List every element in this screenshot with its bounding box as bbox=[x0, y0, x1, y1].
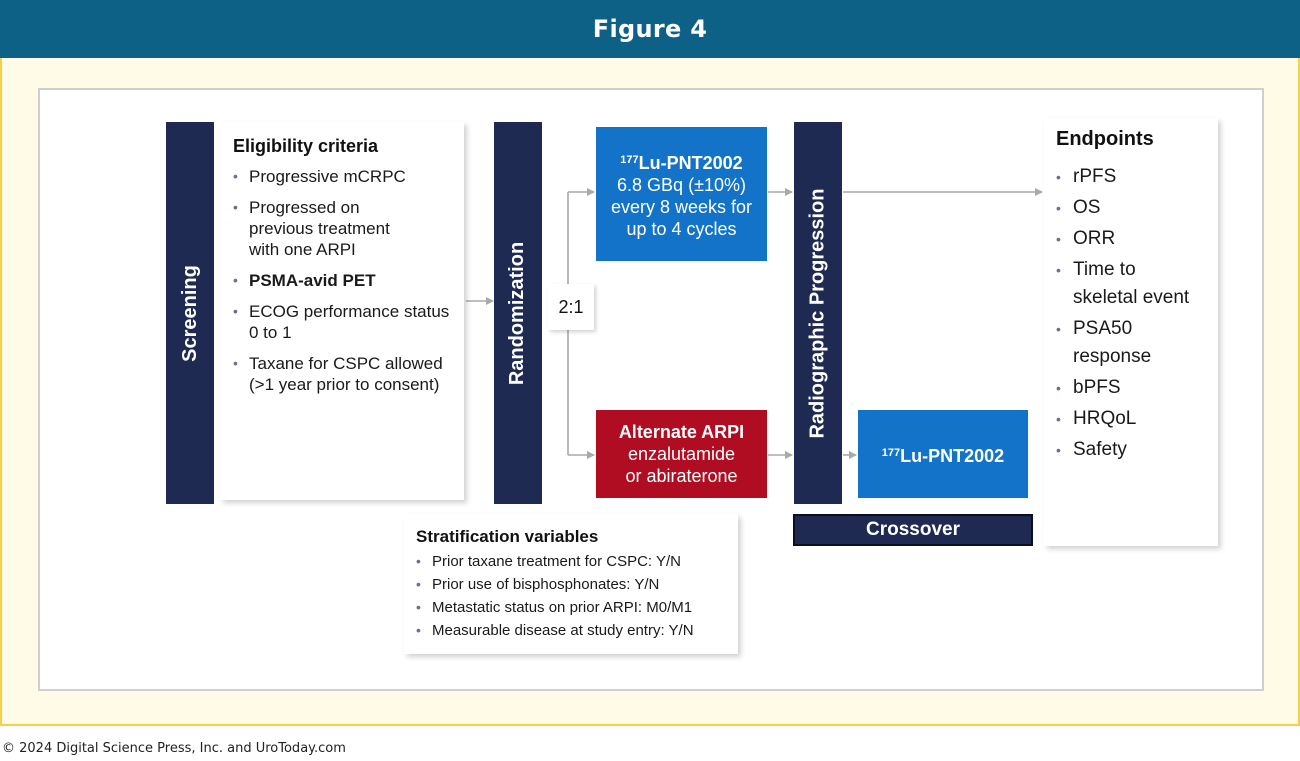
endpoint-text: Time to skeletal event bbox=[1073, 259, 1190, 308]
endpoint-text: ORR bbox=[1073, 228, 1116, 249]
bullet-icon: • bbox=[416, 622, 421, 638]
crossover-label: Crossover bbox=[793, 514, 1033, 546]
bullet-icon: • bbox=[233, 168, 238, 184]
endpoints-card: Endpoints • rPFS • OS • ORR • Time to skelet… bbox=[1044, 118, 1218, 546]
drug-name: Lu-PNT2002 bbox=[900, 445, 1005, 466]
stratification-item-text: Measurable disease at study entry: Y/N bbox=[432, 622, 694, 639]
bullet-icon: • bbox=[1056, 231, 1061, 247]
copyright-footer: © 2024 Digital Science Press, Inc. and U… bbox=[2, 741, 346, 756]
list-item: • OS bbox=[1056, 194, 1218, 222]
dose-text: 6.8 GBq (±10%) bbox=[617, 174, 746, 195]
endpoint-text: PSA50 response bbox=[1073, 318, 1152, 367]
list-item: • Measurable disease at study entry: Y/N bbox=[416, 619, 738, 642]
randomization-ratio: 2:1 bbox=[548, 284, 594, 330]
list-item: • bPFS bbox=[1056, 374, 1218, 402]
eligibility-card: Eligibility criteria • Progressive mCRPC … bbox=[220, 122, 464, 500]
endpoint-text: rPFS bbox=[1073, 166, 1117, 187]
stratification-list: • Prior taxane treatment for CSPC: Y/N • P… bbox=[416, 550, 738, 642]
control-drug-text: or abiraterone bbox=[625, 466, 738, 486]
stratification-item-text: Prior use of bisphosphonates: Y/N bbox=[432, 576, 660, 593]
endpoints-list: • rPFS • OS • ORR • Time to skeletal event •… bbox=[1056, 163, 1218, 464]
schedule-text: every 8 weeks for bbox=[610, 196, 753, 217]
list-item: • PSA50 response bbox=[1056, 315, 1218, 371]
list-item: • Metastatic status on prior ARPI: M0/M1 bbox=[416, 596, 738, 619]
schedule-text: up to 4 cycles bbox=[626, 218, 737, 239]
control-drug-text: enzalutamide bbox=[627, 444, 736, 464]
list-item: • Progressive mCRPC bbox=[233, 166, 464, 187]
drug-name: Lu-PNT2002 bbox=[638, 152, 743, 173]
crossover-arm-box: 177Lu-PNT2002 bbox=[858, 410, 1028, 498]
randomization-bar: Randomization bbox=[494, 122, 542, 504]
list-item: • PSMA-avid PET bbox=[233, 270, 464, 291]
isotope-superscript: 177 bbox=[620, 153, 639, 166]
experimental-arm-box: 177Lu-PNT2002 6.8 GBq (±10%) every 8 wee… bbox=[596, 127, 767, 261]
eligibility-item-text: Progressed on previous treatment with on… bbox=[249, 198, 390, 259]
bullet-icon: • bbox=[416, 553, 421, 569]
eligibility-heading: Eligibility criteria bbox=[233, 136, 379, 156]
eligibility-list: • Progressive mCRPC • Progressed on previo… bbox=[233, 166, 464, 395]
list-item: • Time to skeletal event bbox=[1056, 256, 1218, 312]
bullet-icon: • bbox=[233, 355, 238, 371]
list-item: • Taxane for CSPC allowed (>1 year prior … bbox=[233, 353, 464, 395]
bullet-icon: • bbox=[1056, 321, 1061, 337]
stratification-item-text: Metastatic status on prior ARPI: M0/M1 bbox=[432, 599, 693, 616]
list-item: • rPFS bbox=[1056, 163, 1218, 191]
endpoint-text: Safety bbox=[1073, 439, 1127, 460]
endpoint-text: OS bbox=[1073, 197, 1101, 218]
progression-label: Radiographic Progression bbox=[806, 187, 829, 439]
eligibility-item-text: Taxane for CSPC allowed (>1 year prior t… bbox=[249, 354, 443, 394]
endpoints-heading: Endpoints bbox=[1056, 128, 1154, 150]
list-item: • Prior taxane treatment for CSPC: Y/N bbox=[416, 550, 738, 573]
stratification-item-text: Prior taxane treatment for CSPC: Y/N bbox=[432, 553, 681, 570]
bullet-icon: • bbox=[1056, 411, 1061, 427]
control-arm-title: Alternate ARPI bbox=[618, 422, 745, 442]
list-item: • Progressed on previous treatment with o… bbox=[233, 197, 464, 260]
list-item: • ORR bbox=[1056, 225, 1218, 253]
list-item: • Safety bbox=[1056, 436, 1218, 464]
bullet-icon: • bbox=[233, 199, 238, 215]
randomization-label: Randomization bbox=[506, 241, 529, 385]
bullet-icon: • bbox=[233, 272, 238, 288]
endpoint-text: HRQoL bbox=[1073, 408, 1137, 429]
screening-bar: Screening bbox=[166, 122, 214, 504]
list-item: • ECOG performance status 0 to 1 bbox=[233, 301, 464, 343]
endpoint-text: bPFS bbox=[1073, 377, 1121, 398]
progression-bar: Radiographic Progression bbox=[794, 122, 842, 504]
eligibility-item-text: Progressive mCRPC bbox=[249, 167, 406, 186]
bullet-icon: • bbox=[1056, 262, 1061, 278]
bullet-icon: • bbox=[233, 303, 238, 319]
bullet-icon: • bbox=[1056, 380, 1061, 396]
bullet-icon: • bbox=[1056, 169, 1061, 185]
eligibility-item-text: PSMA-avid PET bbox=[249, 271, 376, 290]
experimental-arm-title: 177Lu-PNT2002 bbox=[620, 149, 742, 174]
stratification-card: Stratification variables • Prior taxane t… bbox=[404, 514, 738, 654]
list-item: • HRQoL bbox=[1056, 405, 1218, 433]
stratification-heading: Stratification variables bbox=[416, 527, 599, 546]
eligibility-item-text: ECOG performance status 0 to 1 bbox=[249, 302, 450, 342]
list-item: • Prior use of bisphosphonates: Y/N bbox=[416, 573, 738, 596]
bullet-icon: • bbox=[416, 576, 421, 592]
bullet-icon: • bbox=[1056, 442, 1061, 458]
crossover-arm-title: 177Lu-PNT2002 bbox=[882, 442, 1004, 467]
screening-label: Screening bbox=[178, 264, 201, 362]
isotope-superscript: 177 bbox=[881, 446, 901, 459]
figure-header: Figure 4 bbox=[0, 0, 1300, 58]
control-arm-box: Alternate ARPI enzalutamide or abiratero… bbox=[596, 410, 767, 498]
figure-title: Figure 4 bbox=[592, 15, 708, 43]
bullet-icon: • bbox=[416, 599, 421, 615]
bullet-icon: • bbox=[1056, 200, 1061, 216]
